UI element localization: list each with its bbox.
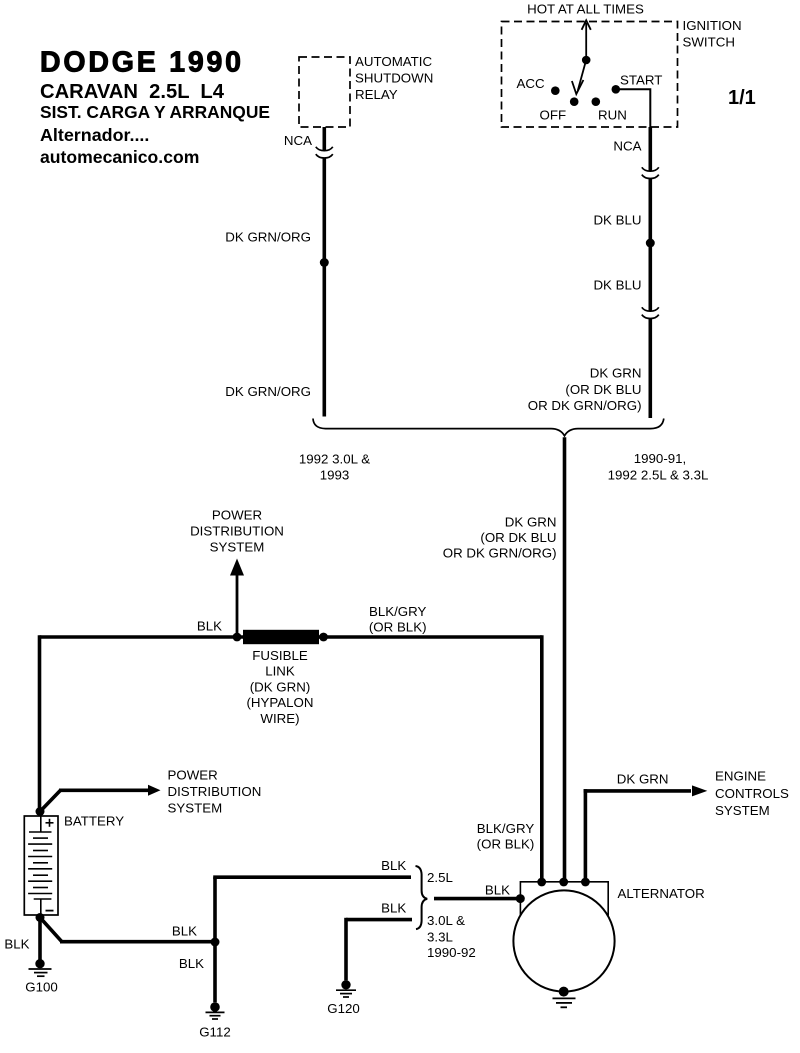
svg-text:DK GRN: DK GRN [617, 772, 669, 787]
svg-text:BLK: BLK [381, 901, 406, 916]
svg-text:WIRE): WIRE) [260, 711, 299, 726]
svg-text:OFF: OFF [540, 108, 567, 123]
svg-text:DK GRN/ORG: DK GRN/ORG [225, 230, 311, 245]
svg-text:POWER: POWER [168, 768, 218, 783]
svg-text:SWITCH: SWITCH [683, 35, 735, 50]
svg-text:DISTRIBUTION: DISTRIBUTION [190, 524, 284, 539]
svg-text:ENGINE: ENGINE [715, 769, 766, 784]
svg-text:NCA: NCA [613, 139, 641, 154]
svg-text:FUSIBLE: FUSIBLE [252, 648, 308, 663]
svg-text:BLK: BLK [381, 858, 406, 873]
svg-text:1993: 1993 [320, 468, 350, 483]
svg-text:BATTERY: BATTERY [64, 814, 124, 829]
svg-text:G100: G100 [25, 980, 58, 995]
svg-text:G120: G120 [327, 1001, 360, 1016]
svg-text:ALTERNATOR: ALTERNATOR [618, 886, 705, 901]
svg-text:DISTRIBUTION: DISTRIBUTION [168, 784, 262, 799]
svg-text:IGNITION: IGNITION [683, 18, 742, 33]
svg-text:LINK: LINK [265, 664, 295, 679]
svg-text:BLK: BLK [197, 619, 222, 634]
svg-text:DODGE 1990: DODGE 1990 [40, 47, 244, 79]
svg-text:DK GRN: DK GRN [505, 515, 557, 530]
svg-text:SYSTEM: SYSTEM [168, 801, 223, 816]
svg-text:Alternador....: Alternador.... [40, 125, 149, 145]
svg-text:DK BLU: DK BLU [593, 213, 641, 228]
svg-text:BLK: BLK [4, 937, 29, 952]
svg-text:SHUTDOWN: SHUTDOWN [355, 71, 433, 86]
svg-text:1992 2.5L & 3.3L: 1992 2.5L & 3.3L [608, 468, 709, 483]
svg-text:DK GRN/ORG: DK GRN/ORG [225, 384, 311, 399]
svg-text:NCA: NCA [284, 133, 312, 148]
svg-text:SYSTEM: SYSTEM [210, 540, 265, 555]
svg-text:CARAVAN 2.5L L4: CARAVAN 2.5L L4 [40, 81, 225, 103]
svg-text:BLK/GRY: BLK/GRY [369, 604, 427, 619]
svg-text:(OR DK BLU: (OR DK BLU [565, 382, 641, 397]
svg-text:CONTROLS: CONTROLS [715, 786, 789, 801]
svg-text:DK GRN: DK GRN [590, 366, 642, 381]
svg-text:HOT AT ALL TIMES: HOT AT ALL TIMES [527, 2, 644, 17]
svg-text:1/1: 1/1 [728, 87, 756, 109]
svg-text:POWER: POWER [212, 508, 262, 523]
svg-text:1990-91,: 1990-91, [634, 451, 687, 466]
svg-text:DK BLU: DK BLU [593, 278, 641, 293]
svg-text:1990-92: 1990-92 [427, 945, 476, 960]
svg-text:RELAY: RELAY [355, 87, 398, 102]
svg-text:(DK GRN): (DK GRN) [250, 679, 311, 694]
svg-text:SYSTEM: SYSTEM [715, 803, 770, 818]
svg-text:BLK/GRY: BLK/GRY [477, 821, 535, 836]
svg-text:G112: G112 [199, 1025, 231, 1040]
svg-text:START: START [620, 72, 662, 87]
svg-text:(OR BLK): (OR BLK) [369, 619, 427, 634]
svg-text:(OR BLK): (OR BLK) [477, 837, 535, 852]
svg-text:OR DK GRN/ORG): OR DK GRN/ORG) [443, 546, 557, 561]
svg-text:automecanico.com: automecanico.com [40, 147, 199, 167]
svg-text:OR DK GRN/ORG): OR DK GRN/ORG) [528, 398, 642, 413]
svg-text:ACC: ACC [517, 76, 545, 91]
svg-text:1992 3.0L &: 1992 3.0L & [299, 452, 370, 467]
svg-text:3.0L &: 3.0L & [427, 913, 465, 928]
svg-text:RUN: RUN [598, 108, 627, 123]
svg-text:(OR DK BLU: (OR DK BLU [480, 530, 556, 545]
svg-text:2.5L: 2.5L [427, 870, 453, 885]
svg-text:BLK: BLK [172, 924, 197, 939]
svg-text:BLK: BLK [179, 956, 204, 971]
svg-text:AUTOMATIC: AUTOMATIC [355, 54, 432, 69]
svg-text:3.3L: 3.3L [427, 929, 453, 944]
svg-text:(HYPALON: (HYPALON [247, 695, 314, 710]
svg-text:BLK: BLK [485, 883, 510, 898]
svg-text:SIST. CARGA Y ARRANQUE: SIST. CARGA Y ARRANQUE [40, 102, 270, 122]
